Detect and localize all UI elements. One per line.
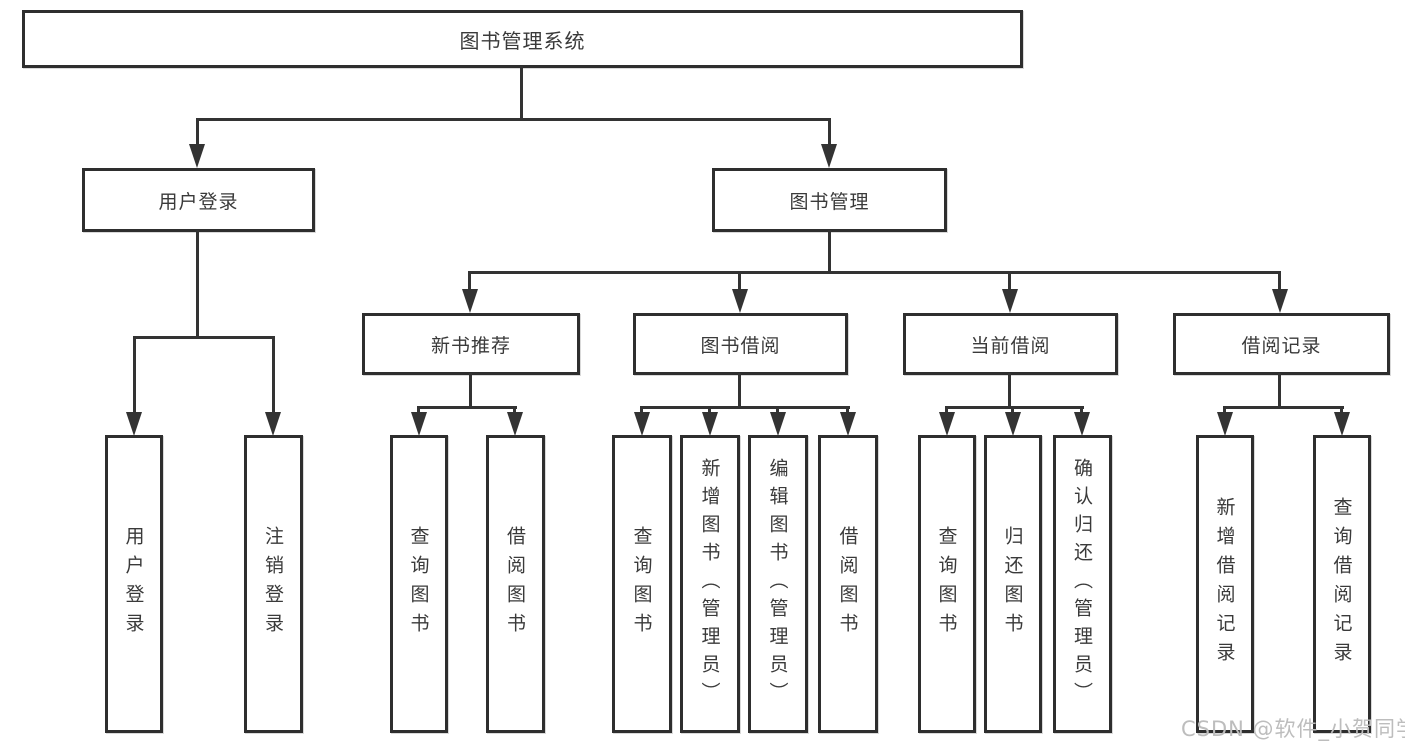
connector-user-login-bus	[133, 336, 275, 339]
connector-drop-book-management	[828, 118, 831, 148]
arrow-down-icon	[1217, 412, 1233, 436]
connector-drop	[1223, 406, 1226, 416]
arrow-down-icon	[1005, 412, 1021, 436]
connector-drop	[776, 406, 779, 416]
connector-level2-bus	[196, 118, 831, 121]
node-leaf-edit-books-admin: 编辑图书（管理员）	[748, 435, 808, 733]
connector-stub	[1008, 373, 1011, 408]
node-label: 新增图书（管理员）	[698, 458, 721, 710]
arrow-down-icon	[732, 289, 748, 313]
node-library-management-system: 图书管理系统	[22, 10, 1023, 68]
connector-drop	[133, 336, 136, 416]
node-label: 查询图书	[935, 526, 958, 642]
connector-drop	[846, 406, 849, 416]
node-borrowing-records: 借阅记录	[1173, 313, 1390, 375]
node-leaf-query-books: 查询图书	[390, 435, 448, 733]
connector-drop	[738, 271, 741, 293]
node-label: 查询图书	[630, 526, 653, 642]
node-user-login: 用户登录	[82, 168, 315, 232]
node-leaf-query-books: 查询图书	[612, 435, 672, 733]
connector-stub	[738, 373, 741, 408]
arrow-down-icon	[634, 412, 650, 436]
connector-drop	[708, 406, 711, 416]
connector-drop	[1080, 406, 1083, 416]
arrow-down-icon	[1002, 289, 1018, 313]
node-label: 编辑图书（管理员）	[766, 458, 789, 710]
node-label: 图书管理	[789, 190, 870, 213]
node-leaf-borrow-books: 借阅图书	[818, 435, 878, 733]
node-label: 借阅图书	[836, 526, 859, 642]
arrow-down-icon	[507, 412, 523, 436]
node-label: 借阅图书	[504, 526, 526, 642]
arrow-down-icon	[939, 412, 955, 436]
connector-book-management-stub	[828, 230, 831, 273]
node-label: 图书借阅	[700, 334, 781, 357]
arrow-down-icon	[265, 412, 281, 436]
node-leaf-logout: 注销登录	[244, 435, 303, 733]
node-label: 查询借阅记录	[1330, 497, 1353, 671]
connector-drop	[417, 406, 420, 416]
node-new-book-recommend: 新书推荐	[362, 313, 580, 375]
node-label: 借阅记录	[1241, 334, 1322, 357]
node-label: 新增借阅记录	[1213, 497, 1236, 671]
node-leaf-return-books: 归还图书	[984, 435, 1042, 733]
connector-drop	[468, 271, 471, 293]
connector-drop	[1008, 271, 1011, 293]
node-current-borrowing: 当前借阅	[903, 313, 1118, 375]
connector-drop	[640, 406, 643, 416]
arrow-down-icon	[189, 144, 205, 168]
node-leaf-add-borrow-record: 新增借阅记录	[1196, 435, 1254, 733]
connector-bus	[945, 406, 1084, 409]
connector-stub	[1278, 373, 1281, 408]
csdn-watermark: CSDN @软件_小贺同学	[1181, 717, 1405, 741]
connector-bus	[417, 406, 517, 409]
node-label: 查询图书	[407, 526, 430, 642]
connector-drop	[1011, 406, 1014, 416]
node-leaf-user-login: 用户登录	[105, 435, 163, 733]
node-leaf-add-books-admin: 新增图书（管理员）	[680, 435, 740, 733]
arrow-down-icon	[702, 412, 718, 436]
node-label: 用户登录	[122, 526, 145, 642]
connector-drop	[1340, 406, 1343, 416]
connector-level3-bus	[468, 271, 1281, 274]
arrow-down-icon	[840, 412, 856, 436]
node-leaf-borrow-books: 借阅图书	[486, 435, 545, 733]
node-label: 图书管理系统	[459, 28, 586, 53]
node-label: 用户登录	[158, 190, 239, 213]
arrow-down-icon	[126, 412, 142, 436]
connector-drop	[945, 406, 948, 416]
node-label: 当前借阅	[970, 334, 1051, 357]
connector-stub	[469, 373, 472, 408]
node-leaf-query-borrow-record: 查询借阅记录	[1313, 435, 1371, 733]
arrow-down-icon	[411, 412, 427, 436]
node-book-borrowing: 图书借阅	[633, 313, 848, 375]
node-label: 确认归还（管理员）	[1071, 458, 1093, 710]
connector-user-login-stub	[196, 230, 199, 338]
connector-drop	[1278, 271, 1281, 293]
connector-drop-user-login	[196, 118, 199, 148]
arrow-down-icon	[770, 412, 786, 436]
node-leaf-confirm-return-admin: 确认归还（管理员）	[1053, 435, 1112, 733]
connector-drop	[513, 406, 516, 416]
arrow-down-icon	[1074, 412, 1090, 436]
connector-bus	[1223, 406, 1344, 409]
connector-bus	[640, 406, 850, 409]
connector-drop	[272, 336, 275, 416]
node-leaf-query-books: 查询图书	[918, 435, 976, 733]
arrow-down-icon	[462, 289, 478, 313]
arrow-down-icon	[1272, 289, 1288, 313]
arrow-down-icon	[1334, 412, 1350, 436]
node-label: 注销登录	[262, 526, 284, 642]
connector-root-stub	[520, 66, 523, 120]
node-book-management: 图书管理	[712, 168, 947, 232]
arrow-down-icon	[821, 144, 837, 168]
node-label: 新书推荐	[430, 334, 511, 357]
node-label: 归还图书	[1001, 526, 1024, 642]
